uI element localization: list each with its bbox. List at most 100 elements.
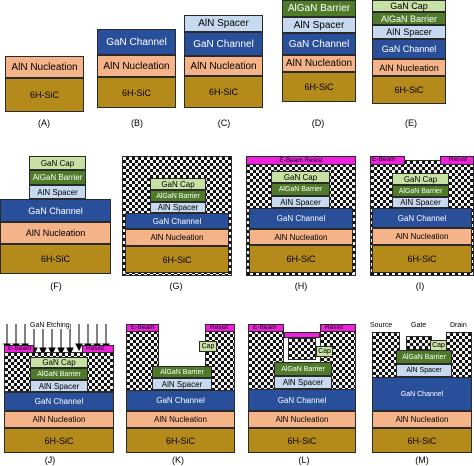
- gan-channel-layer: GaN Channel: [126, 390, 235, 411]
- algan-barrier-layer: AlGaN Barrier: [271, 183, 330, 196]
- gan-channel-layer: GaN Channel: [249, 208, 353, 229]
- mask-gate: [288, 338, 316, 360]
- aln-nucleation-layer: AlN Nucleation: [249, 229, 353, 245]
- ebeam-resist-left: [370, 156, 405, 165]
- resist-label: Resist: [449, 156, 468, 163]
- aln-nucleation-layer: AlN Nucleation: [125, 229, 229, 246]
- aln-spacer-layer: AlN Spacer: [184, 15, 263, 32]
- aln-nucleation-layer: AlN Nucleation: [4, 411, 114, 428]
- ebeam-resist-right: [205, 324, 235, 332]
- panel-c-label: (C): [217, 118, 231, 128]
- sic-substrate-layer: 6H-SiC: [372, 76, 446, 104]
- sic-substrate-layer: 6H-SiC: [184, 76, 263, 108]
- sic-substrate-layer: 6H-SiC: [0, 244, 111, 274]
- resist-label: Resist: [86, 345, 105, 352]
- aln-spacer-layer: AlN Spacer: [396, 364, 452, 377]
- gan-channel-layer: GaN Channel: [282, 33, 356, 55]
- sic-substrate-layer: 6H-SiC: [372, 245, 472, 273]
- sic-substrate-layer: 6H-SiC: [282, 72, 356, 102]
- sic-substrate-layer: 6H-SiC: [249, 245, 353, 273]
- panel-k-label: (K): [172, 455, 184, 465]
- aln-spacer-layer: AlN Spacer: [29, 185, 86, 199]
- gan-channel-layer: GaN Channel: [4, 392, 114, 411]
- panel-f-label: (F): [50, 281, 62, 291]
- algan-barrier-layer: AlGaN Barrier: [392, 185, 449, 197]
- aln-nucleation-layer: AlN Nucleation: [5, 56, 84, 78]
- gan-cap-layer: GaN Cap: [30, 357, 88, 368]
- panel-i-label: (I): [415, 281, 425, 291]
- ebeam-label: E-Beam: [253, 324, 277, 331]
- aln-nucleation-layer: AlN Nucleation: [372, 59, 446, 76]
- gan-cap-layer: GaN Cap: [372, 0, 446, 12]
- algan-barrier-layer: AlGaN Barrier: [29, 170, 86, 185]
- aln-nucleation-layer: AlN Nucleation: [372, 411, 472, 428]
- gan-channel-layer: GaN Channel: [248, 389, 356, 411]
- algan-barrier-layer: AlGaN Barrier: [152, 366, 212, 378]
- algan-barrier-layer: AlGaN Barrier: [396, 350, 452, 364]
- panel-g-label: (G): [169, 281, 183, 291]
- algan-barrier-layer: AlGaN Barrier: [282, 0, 356, 17]
- aln-spacer-layer: AlN Spacer: [271, 196, 330, 208]
- sic-substrate-layer: 6H-SiC: [126, 428, 235, 453]
- source-label: Source: [370, 322, 393, 329]
- gan-channel-layer: GaN Channel: [125, 213, 229, 229]
- sic-substrate-layer: 6H-SiC: [248, 428, 356, 453]
- gan-cap-layer: GaN Cap: [29, 156, 86, 170]
- ebeam-label: E-Beam: [131, 324, 155, 331]
- cap-layer: Cap: [316, 346, 333, 357]
- panel-d-label: (D): [311, 118, 325, 128]
- resist-label: Resist: [325, 324, 344, 331]
- aln-nucleation-layer: AlN Nucleation: [97, 55, 176, 77]
- panel-j-label: (J): [44, 455, 56, 465]
- ebeam-resist-left: [248, 324, 284, 332]
- gate-contact: [406, 336, 432, 350]
- aln-spacer-layer: AlN Spacer: [282, 17, 356, 33]
- aln-spacer-layer: AlN Spacer: [30, 380, 88, 392]
- ebeam-label: E-Beam: [372, 156, 396, 163]
- aln-nucleation-layer: AlN Nucleation: [126, 411, 235, 428]
- sic-substrate-layer: 6H-SiC: [5, 78, 84, 112]
- ebeam-resist-right: [320, 324, 356, 332]
- algan-barrier-layer: AlGaN Barrier: [30, 368, 88, 380]
- aln-nucleation-layer: AlN Nucleation: [184, 56, 263, 76]
- algan-barrier-layer: AlGaN Barrier: [372, 12, 446, 25]
- aln-nucleation-layer: AlN Nucleation: [372, 228, 472, 245]
- aln-nucleation-layer: AlN Nucleation: [282, 55, 356, 72]
- ebeam-resist-left: [4, 345, 34, 353]
- mask-left: [248, 330, 284, 392]
- gan-channel-layer: GaN Channel: [0, 199, 111, 222]
- panel-h-label: (H): [294, 281, 308, 291]
- panel-m-label: (M): [415, 455, 429, 465]
- gan-channel-layer: GaN Channel: [97, 29, 176, 55]
- panel-a-label: (A): [38, 118, 50, 128]
- panel-b-label: (B): [131, 118, 143, 128]
- gan-cap-layer: GaN Cap: [150, 178, 206, 190]
- aln-nucleation-layer: AlN Nucleation: [248, 411, 356, 428]
- ebeam-resist-left: [126, 324, 159, 332]
- sic-substrate-layer: 6H-SiC: [125, 246, 229, 273]
- aln-spacer-layer: AlN Spacer: [372, 25, 446, 39]
- ebeam-resist-right: [82, 345, 114, 353]
- aln-spacer-layer: AlN Spacer: [392, 197, 449, 208]
- algan-barrier-layer: AlGaN Barrier: [150, 190, 206, 202]
- ebeam-resist-gate: [284, 332, 320, 338]
- gan-etching-label: GaN Etching: [30, 322, 70, 329]
- panel-e-label: (E): [405, 118, 417, 128]
- cap-layer: Cap: [199, 341, 217, 352]
- aln-nucleation-layer: AlN Nucleation: [0, 222, 111, 244]
- sic-substrate-layer: 6H-SiC: [97, 77, 176, 108]
- gan-channel-layer: GaN Channel: [372, 377, 472, 411]
- sic-substrate-layer: 6H-SiC: [372, 428, 472, 453]
- aln-spacer-layer: AlN Spacer: [274, 376, 332, 389]
- ebeam-resist-layer: E-Beam Resist: [246, 156, 356, 165]
- gan-cap-layer: GaN Cap: [271, 171, 330, 183]
- resist-label: Resist: [210, 324, 229, 331]
- aln-spacer-layer: AlN Spacer: [150, 202, 206, 213]
- gan-cap-layer: GaN Cap: [392, 173, 449, 185]
- gan-channel-layer: GaN Channel: [372, 208, 472, 228]
- drain-label: Drain: [450, 322, 467, 329]
- gan-channel-layer: GaN Channel: [184, 32, 263, 56]
- sic-substrate-layer: 6H-SiC: [4, 428, 114, 453]
- aln-spacer-layer: AlN Spacer: [152, 378, 212, 390]
- gate-label: Gate: [411, 322, 427, 329]
